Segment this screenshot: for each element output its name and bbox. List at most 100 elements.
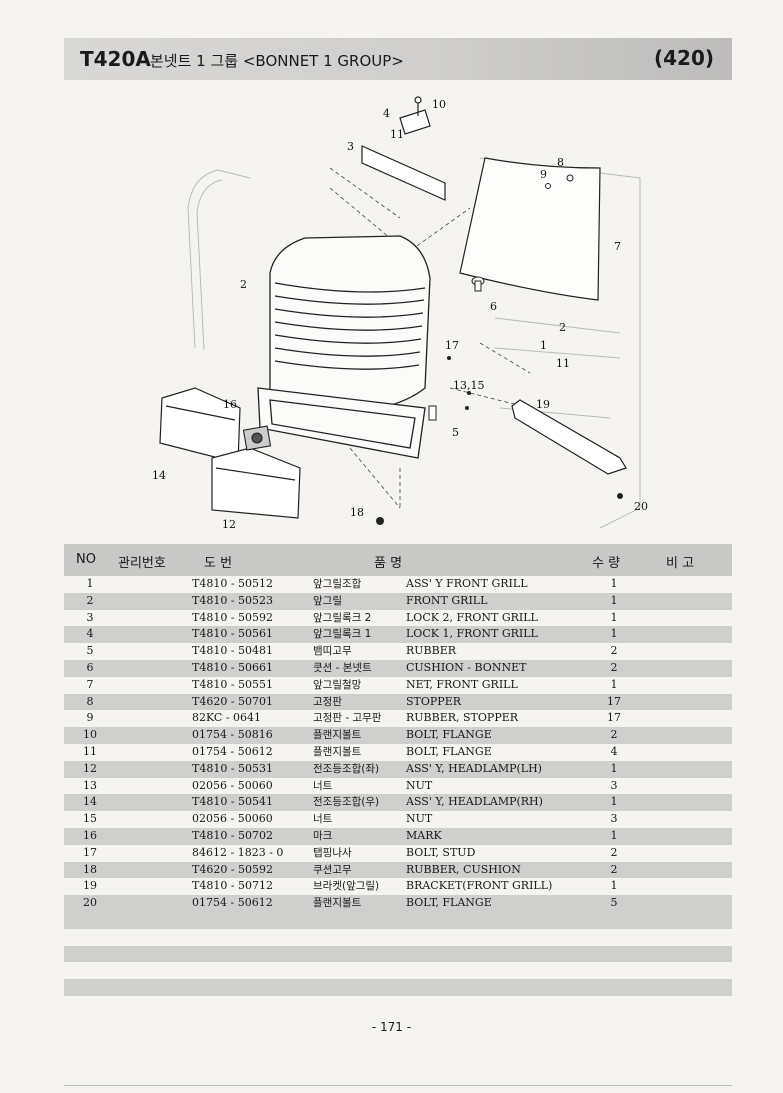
cell-kname: 앞그릴록크 2 xyxy=(313,611,372,624)
cell-part: T4810 - 50712 xyxy=(192,879,274,893)
cell-kname: 플랜지볼트 xyxy=(313,745,362,758)
exploded-parts-diagram: 10 4 11 3 8 9 7 2 6 2 1 11 17 13,15 19 1… xyxy=(100,88,700,538)
cell-ename: LOCK 1, FRONT GRILL xyxy=(406,627,538,641)
empty-row xyxy=(64,911,732,929)
callout: 9 xyxy=(540,168,547,181)
callout: 11 xyxy=(556,357,570,370)
callout: 17 xyxy=(445,339,459,352)
callout: 10 xyxy=(432,98,446,111)
cell-part: 02056 - 50060 xyxy=(192,778,273,792)
bolts xyxy=(376,356,623,525)
cell-kname: 플랜지볼트 xyxy=(313,729,362,742)
cell-ename: MARK xyxy=(406,828,442,842)
cell-ename: NET, FRONT GRILL xyxy=(406,677,518,691)
headlamps xyxy=(159,387,301,519)
cell-kname: 앞그릴 xyxy=(313,594,342,607)
cell-kname: 플랜지볼트 xyxy=(313,897,362,910)
cell-qty: 1 xyxy=(610,879,618,893)
cell-kname: 고정판 - 고무판 xyxy=(313,712,382,725)
cell-part: 01754 - 50612 xyxy=(192,896,273,910)
cell-ename: NUT xyxy=(406,812,433,826)
callout-labels: 10 4 11 3 8 9 7 2 6 2 1 11 17 13,15 19 1… xyxy=(152,98,648,531)
cell-ename: RUBBER xyxy=(406,644,457,658)
cell-part: 02056 - 50060 xyxy=(192,812,273,826)
header-qty: 수 량 xyxy=(592,556,621,571)
stopper-part xyxy=(566,174,574,182)
cell-no: 18 xyxy=(83,862,97,876)
cell-kname: 탭핑나사 xyxy=(313,846,352,859)
empty-row xyxy=(64,962,732,979)
cell-qty: 1 xyxy=(610,577,618,590)
cell-qty: 3 xyxy=(610,778,618,792)
header-no: NO xyxy=(76,552,96,567)
rubber-strip xyxy=(428,405,437,421)
cell-no: 9 xyxy=(86,711,94,725)
table-header: NO 관리번호 도 번 품 명 수 량 비 고 xyxy=(64,544,732,576)
cell-kname: 브라켓(앞그릴) xyxy=(313,880,380,893)
cell-no: 15 xyxy=(83,812,97,826)
cell-kname: 너트 xyxy=(313,813,333,826)
cell-ename: STOPPER xyxy=(406,694,462,708)
header-remark: 비 고 xyxy=(666,556,695,571)
empty-row xyxy=(64,929,732,946)
model-code: T420A xyxy=(80,47,151,71)
callout: 20 xyxy=(634,500,648,513)
cell-qty: 1 xyxy=(610,627,618,641)
cell-kname: 쿳션 - 본넷트 xyxy=(313,661,372,674)
cell-no: 8 xyxy=(86,694,94,708)
cell-no: 12 xyxy=(83,761,97,775)
cell-ename: NUT xyxy=(406,778,433,792)
callout: 12 xyxy=(222,518,236,531)
cell-ename: ASS' Y FRONT GRILL xyxy=(406,577,528,590)
rubber-stopper-part xyxy=(545,183,551,189)
cell-kname: 마크 xyxy=(313,829,333,842)
cell-kname: 전조등조합(좌) xyxy=(313,762,380,775)
header-part-name: 품 명 xyxy=(374,556,403,571)
cell-qty: 1 xyxy=(610,593,618,607)
guide-lines xyxy=(329,167,531,509)
cell-qty: 2 xyxy=(610,845,618,859)
cell-ename: RUBBER, CUSHION xyxy=(406,862,521,876)
front-grill-net xyxy=(459,157,601,301)
cell-no: 4 xyxy=(86,627,94,641)
cell-kname: 너트 xyxy=(313,779,333,792)
cell-qty: 2 xyxy=(610,728,618,742)
cell-ename: RUBBER, STOPPER xyxy=(406,711,519,725)
cell-no: 20 xyxy=(83,896,97,910)
callout: 1 xyxy=(540,339,547,352)
callout: 13,15 xyxy=(453,379,485,392)
cell-qty: 2 xyxy=(610,644,618,658)
front-grill xyxy=(257,235,431,459)
cell-part: T4810 - 50481 xyxy=(192,644,274,658)
cell-kname: 쿠션고무 xyxy=(313,863,352,876)
callout: 16 xyxy=(223,398,237,411)
cell-kname: 앞그릴철망 xyxy=(313,678,362,691)
cell-qty: 5 xyxy=(610,896,618,910)
cell-part: T4810 - 50512 xyxy=(192,577,274,590)
cell-ename: CUSHION - BONNET xyxy=(406,660,527,674)
cell-part: T4810 - 50661 xyxy=(192,660,274,674)
cell-part: 01754 - 50612 xyxy=(192,744,273,758)
cell-ename: FRONT GRILL xyxy=(406,593,488,607)
cell-part: T4810 - 50592 xyxy=(192,610,274,624)
cell-qty: 4 xyxy=(610,744,618,758)
callout: 11 xyxy=(390,128,404,141)
cell-no: 19 xyxy=(83,879,97,893)
cell-part: T4810 - 50523 xyxy=(192,593,274,607)
bottom-rule xyxy=(64,1085,732,1086)
cell-part: T4810 - 50531 xyxy=(192,761,274,775)
cell-part: 82KC - 0641 xyxy=(192,711,262,725)
cell-no: 17 xyxy=(83,845,97,859)
cell-no: 7 xyxy=(86,677,94,691)
